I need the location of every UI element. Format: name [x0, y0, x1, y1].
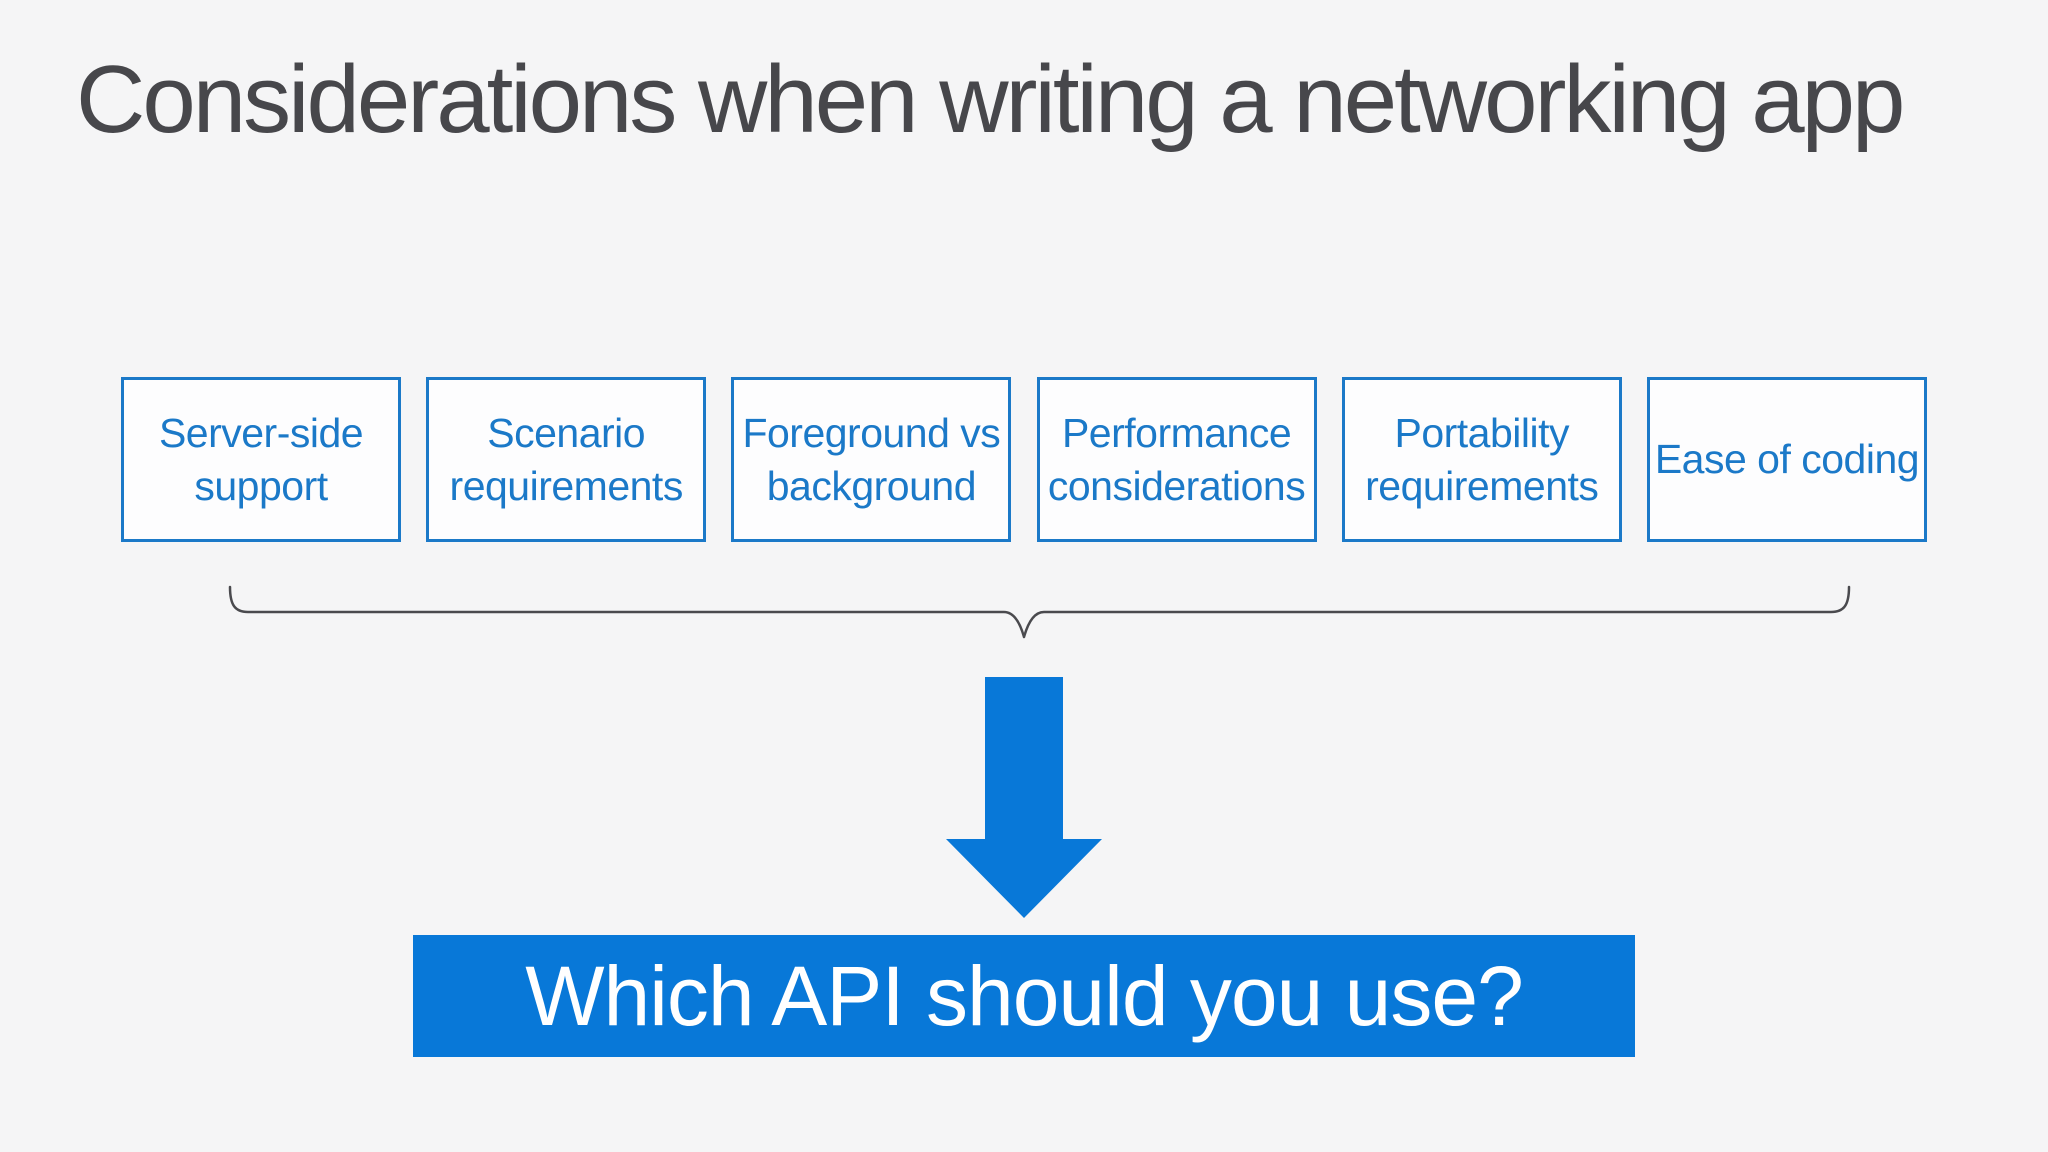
consideration-box-server-side: Server-side support	[121, 377, 401, 542]
consideration-label: Portability requirements	[1365, 410, 1599, 509]
consideration-label: Server-side support	[158, 410, 364, 509]
consideration-box-portability: Portability requirements	[1341, 377, 1622, 542]
question-banner-text: Which API should you use?	[525, 948, 1524, 1043]
brace-icon	[228, 585, 1851, 639]
consideration-label: Performance considerations	[1047, 410, 1306, 509]
down-arrow-icon	[946, 677, 1102, 918]
consideration-box-foreground-background: Foreground vs background	[731, 377, 1012, 542]
consideration-box-performance: Performance considerations	[1036, 377, 1317, 542]
consideration-label: Ease of coding	[1654, 436, 1920, 483]
consideration-label: Scenario requirements	[449, 410, 684, 509]
consideration-box-scenario: Scenario requirements	[426, 377, 707, 542]
consideration-box-ease-of-coding: Ease of coding	[1646, 377, 1927, 542]
slide-title: Considerations when writing a networking…	[76, 46, 1905, 153]
considerations-row: Server-side support Scenario requirement…	[121, 377, 1927, 542]
question-banner: Which API should you use?	[413, 935, 1635, 1057]
consideration-label: Foreground vs background	[742, 410, 1001, 509]
